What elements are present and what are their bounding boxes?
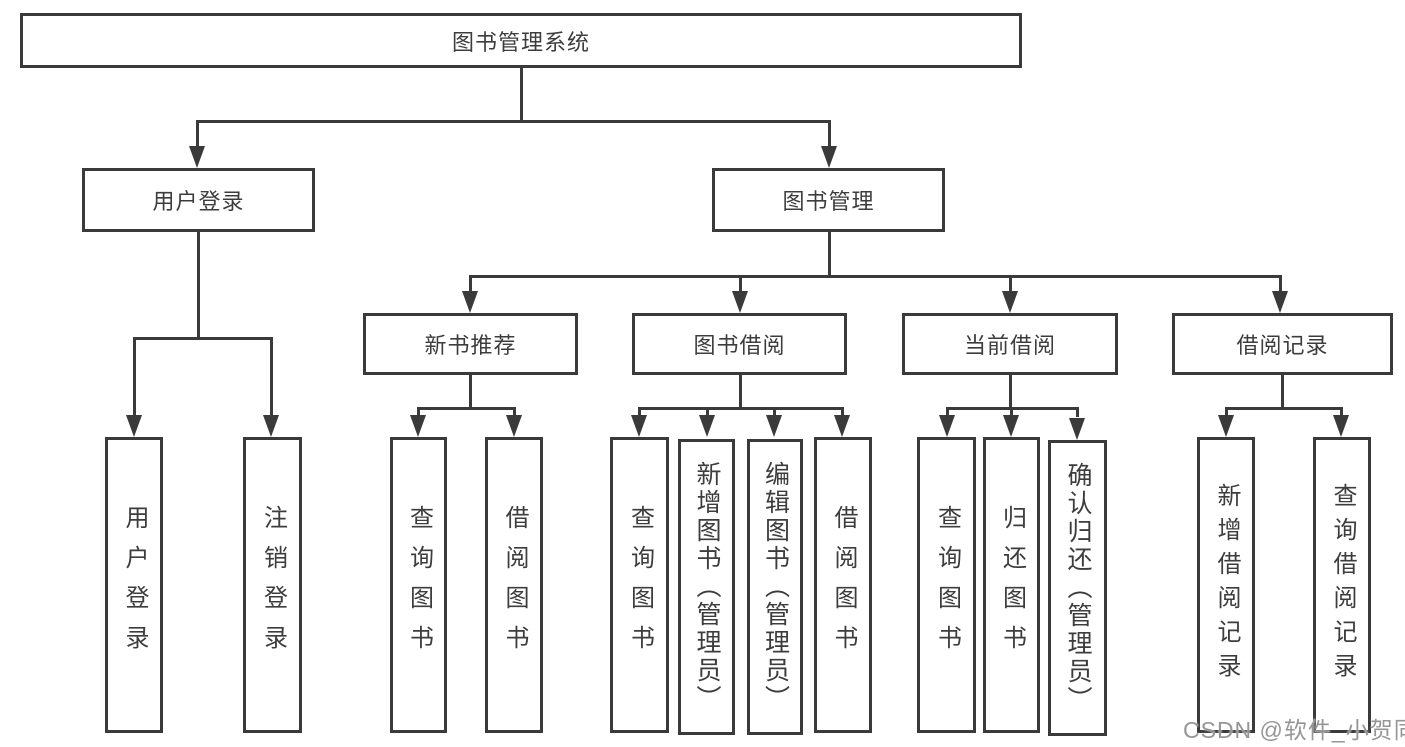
- connector-drop-bb-borrow: [841, 407, 844, 417]
- leaf-user-login-label: 用户登录: [121, 505, 148, 665]
- connector-drop-bb-query: [638, 407, 641, 417]
- arrowhead-bb-query: [631, 415, 647, 437]
- connector-drop-rec-borrow: [513, 407, 516, 417]
- node-current-borrow-label: 当前借阅: [963, 333, 1056, 358]
- connector-drop-login-leaf: [133, 337, 136, 417]
- connector-borrow-record-branch: [1225, 407, 1343, 410]
- connector-user-login-stem: [197, 232, 200, 337]
- leaf-br-query-record-label: 查询借阅记录: [1329, 483, 1356, 687]
- connector-new-book-stem: [469, 375, 472, 407]
- connector-drop-borrow-record: [1279, 275, 1282, 293]
- arrowhead-new-book: [462, 291, 478, 313]
- connector-book-mgmt-stem: [828, 232, 831, 275]
- node-borrow-record: 借阅记录: [1172, 313, 1393, 375]
- leaf-bb-query-books: 查询图书: [610, 437, 669, 733]
- node-borrow-record-label: 借阅记录: [1236, 333, 1329, 358]
- arrowhead-bb-borrow: [834, 415, 850, 437]
- arrowhead-bb-edit: [766, 415, 782, 437]
- node-book-borrow-label: 图书借阅: [693, 333, 786, 358]
- connector-drop-br-query: [1340, 407, 1343, 417]
- leaf-bb-borrow-books-label: 借阅图书: [830, 505, 857, 665]
- leaf-logout-label: 注销登录: [259, 505, 287, 665]
- connector-drop-cb-return: [1010, 407, 1013, 417]
- node-root: 图书管理系统: [20, 13, 1022, 68]
- leaf-br-add-record: 新增借阅记录: [1197, 437, 1255, 733]
- leaf-bb-borrow-books: 借阅图书: [814, 437, 872, 733]
- connector-drop-cb-confirm: [1076, 407, 1079, 417]
- arrowhead-cb-return: [1003, 415, 1019, 437]
- connector-drop-book-borrow: [739, 275, 742, 293]
- leaf-cb-return-books-label: 归还图书: [998, 505, 1026, 665]
- connector-drop-rec-query: [417, 407, 420, 417]
- leaf-bb-query-books-label: 查询图书: [626, 505, 654, 665]
- node-book-mgmt-label: 图书管理: [782, 189, 875, 214]
- connector-drop-cb-query: [946, 407, 949, 417]
- connector-book-borrow-stem: [739, 375, 742, 407]
- leaf-cb-return-books: 归还图书: [983, 437, 1040, 733]
- connector-drop-new-book: [469, 275, 472, 293]
- leaf-rec-query-books: 查询图书: [390, 437, 447, 733]
- leaf-logout: 注销登录: [243, 437, 302, 733]
- arrowhead-logout-leaf: [263, 415, 279, 437]
- leaf-bb-edit-books-admin: 编辑图书（管理员）: [747, 439, 803, 735]
- connector-root-stem: [520, 68, 523, 122]
- leaf-br-query-record: 查询借阅记录: [1313, 437, 1371, 733]
- leaf-bb-add-books-admin-label: 新增图书（管理员）: [693, 461, 721, 713]
- arrowhead-book-mgmt: [821, 146, 837, 168]
- node-book-mgmt: 图书管理: [712, 168, 945, 232]
- arrowhead-br-add: [1218, 415, 1234, 437]
- node-current-borrow: 当前借阅: [902, 313, 1118, 375]
- leaf-bb-edit-books-admin-label: 编辑图书（管理员）: [761, 461, 790, 713]
- leaf-rec-borrow-books-label: 借阅图书: [501, 505, 528, 665]
- csdn-watermark: CSDN @软件_小贺同学: [1183, 717, 1405, 743]
- leaf-rec-query-books-label: 查询图书: [405, 505, 433, 665]
- node-user-login: 用户登录: [82, 168, 315, 232]
- arrowhead-bb-add: [699, 415, 715, 437]
- node-root-label: 图书管理系统: [451, 29, 590, 55]
- leaf-cb-confirm-return-admin: 确认归还（管理员）: [1048, 440, 1107, 736]
- leaf-rec-borrow-books: 借阅图书: [485, 437, 543, 733]
- arrowhead-cb-confirm: [1069, 418, 1085, 440]
- connector-drop-user-login: [196, 120, 199, 148]
- leaf-user-login: 用户登录: [105, 437, 163, 733]
- arrowhead-rec-borrow: [506, 415, 522, 437]
- connector-drop-bb-edit: [773, 407, 776, 417]
- connector-drop-current-borrow: [1009, 275, 1012, 293]
- connector-current-borrow-stem: [1009, 375, 1012, 407]
- leaf-cb-confirm-return-admin-label: 确认归还（管理员）: [1064, 462, 1092, 714]
- connector-drop-book-mgmt: [828, 120, 831, 148]
- arrowhead-user-login: [189, 146, 205, 168]
- node-new-book-rec-label: 新书推荐: [424, 333, 517, 358]
- arrowhead-br-query: [1333, 415, 1349, 437]
- leaf-cb-query-books-label: 查询图书: [933, 505, 961, 665]
- connector-drop-bb-add: [706, 407, 709, 417]
- connector-book-mgmt-branch: [469, 275, 1282, 278]
- leaf-cb-query-books: 查询图书: [917, 437, 976, 733]
- arrowhead-book-borrow: [732, 291, 748, 313]
- connector-book-borrow-branch: [638, 407, 844, 410]
- connector-root-branch: [196, 120, 831, 123]
- node-user-login-label: 用户登录: [152, 189, 245, 214]
- leaf-bb-add-books-admin: 新增图书（管理员）: [678, 439, 735, 735]
- leaf-br-add-record-label: 新增借阅记录: [1213, 483, 1240, 687]
- connector-borrow-record-stem: [1281, 375, 1284, 407]
- arrowhead-borrow-record: [1272, 291, 1288, 313]
- arrowhead-current-borrow: [1002, 291, 1018, 313]
- arrowhead-cb-query: [939, 415, 955, 437]
- node-book-borrow: 图书借阅: [632, 313, 847, 375]
- connector-drop-br-add: [1225, 407, 1228, 417]
- arrowhead-rec-query: [410, 415, 426, 437]
- connector-new-book-branch: [417, 407, 516, 410]
- connector-user-login-branch: [133, 337, 273, 340]
- arrowhead-login-leaf: [126, 415, 142, 437]
- connector-drop-logout-leaf: [270, 337, 273, 417]
- node-new-book-rec: 新书推荐: [363, 313, 578, 375]
